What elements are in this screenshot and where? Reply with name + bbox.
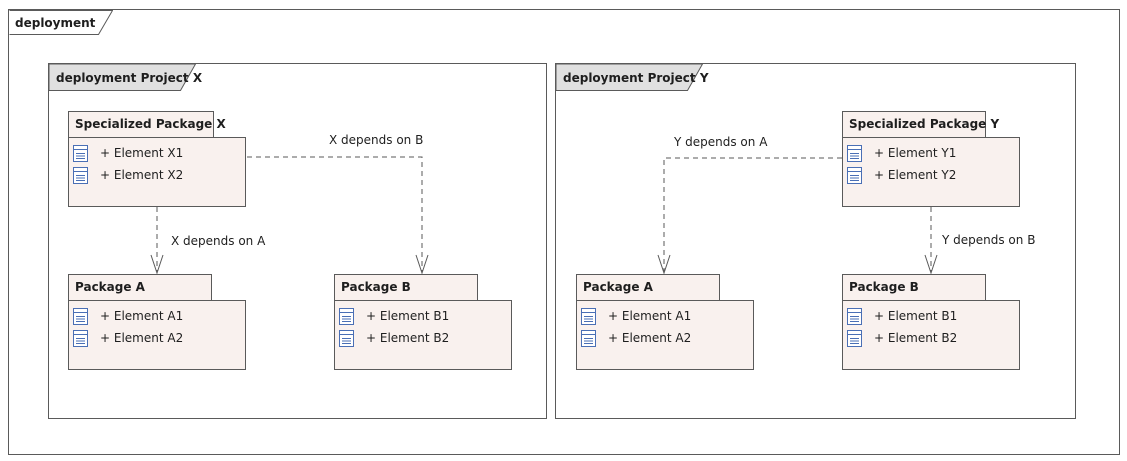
element-class-icon bbox=[73, 144, 88, 162]
dependency-label-x-to-a: X depends on A bbox=[171, 234, 266, 248]
package-body: + Element Y1 + Element Y2 bbox=[842, 137, 1020, 207]
dependency-label-y-to-b: Y depends on B bbox=[942, 233, 1036, 247]
element-class-icon bbox=[847, 144, 862, 162]
package-tab: Package A bbox=[576, 274, 720, 301]
package-element[interactable]: + Element A2 bbox=[73, 329, 183, 347]
frame-project-y-tab-shape bbox=[556, 64, 703, 91]
package-tab: Package B bbox=[334, 274, 478, 301]
package-element-label: + Element X2 bbox=[100, 168, 184, 182]
package-element[interactable]: + Element X1 bbox=[73, 144, 183, 162]
package-element[interactable]: + Element B1 bbox=[339, 307, 449, 325]
package-element[interactable]: + Element B2 bbox=[339, 329, 449, 347]
package-element[interactable]: + Element Y2 bbox=[847, 166, 956, 184]
package-a-x[interactable]: Package A + Element A1 + Element A2 bbox=[68, 274, 246, 370]
element-class-icon bbox=[339, 307, 354, 325]
package-element[interactable]: + Element A2 bbox=[581, 329, 691, 347]
package-tab: Package B bbox=[842, 274, 986, 301]
package-tab: Package A bbox=[68, 274, 212, 301]
package-element[interactable]: + Element A1 bbox=[73, 307, 183, 325]
frame-project-y-title: deployment Project Y bbox=[563, 70, 709, 85]
package-element-label: + Element B2 bbox=[874, 331, 958, 345]
package-element[interactable]: + Element B2 bbox=[847, 329, 957, 347]
diagram-frame-tab: deployment bbox=[9, 10, 113, 35]
package-element-label: + Element Y1 bbox=[874, 146, 957, 160]
package-element[interactable]: + Element A1 bbox=[581, 307, 691, 325]
package-element-label: + Element B1 bbox=[366, 309, 450, 323]
package-body: + Element A1 + Element A2 bbox=[68, 300, 246, 370]
package-tab: Specialized Package X bbox=[68, 111, 226, 138]
package-specialized-y[interactable]: Specialized Package Y + Element Y1 + Ele… bbox=[842, 111, 1020, 207]
element-class-icon bbox=[847, 307, 862, 325]
element-class-icon bbox=[581, 307, 596, 325]
package-a-y[interactable]: Package A + Element A1 + Element A2 bbox=[576, 274, 754, 370]
diagram-frame-tab-shape bbox=[9, 10, 113, 35]
package-element-label: + Element B2 bbox=[366, 331, 450, 345]
frame-project-y-tab: deployment Project Y bbox=[556, 64, 709, 91]
element-class-icon bbox=[73, 166, 88, 184]
package-element-label: + Element A2 bbox=[100, 331, 184, 345]
element-class-icon bbox=[73, 307, 88, 325]
frame-project-x: deployment Project X bbox=[48, 63, 547, 419]
package-b-x[interactable]: Package B + Element B1 + Element B2 bbox=[334, 274, 512, 370]
package-element-label: + Element B1 bbox=[874, 309, 958, 323]
dependency-label-x-to-b: X depends on B bbox=[329, 133, 424, 147]
dependency-label-y-to-a: Y depends on A bbox=[674, 135, 768, 149]
package-element-label: + Element A2 bbox=[608, 331, 692, 345]
package-body: + Element B1 + Element B2 bbox=[842, 300, 1020, 370]
package-element-label: + Element A1 bbox=[608, 309, 692, 323]
package-element-label: + Element A1 bbox=[100, 309, 184, 323]
package-specialized-x[interactable]: Specialized Package X + Element X1 + Ele… bbox=[68, 111, 246, 207]
package-body: + Element B1 + Element B2 bbox=[334, 300, 512, 370]
package-body: + Element A1 + Element A2 bbox=[576, 300, 754, 370]
frame-project-y: deployment Project Y bbox=[555, 63, 1076, 419]
element-class-icon bbox=[581, 329, 596, 347]
diagram-frame: deployment bbox=[8, 9, 1120, 455]
package-body: + Element X1 + Element X2 bbox=[68, 137, 246, 207]
package-element[interactable]: + Element Y1 bbox=[847, 144, 956, 162]
package-element[interactable]: + Element B1 bbox=[847, 307, 957, 325]
element-class-icon bbox=[339, 329, 354, 347]
frame-project-x-tab: deployment Project X bbox=[49, 64, 202, 91]
frame-project-x-tab-shape bbox=[49, 64, 196, 91]
frame-project-x-title: deployment Project X bbox=[56, 70, 203, 85]
package-tab: Specialized Package Y bbox=[842, 111, 999, 138]
package-element-label: + Element X1 bbox=[100, 146, 184, 160]
element-class-icon bbox=[847, 329, 862, 347]
package-element[interactable]: + Element X2 bbox=[73, 166, 183, 184]
element-class-icon bbox=[73, 329, 88, 347]
package-b-y[interactable]: Package B + Element B1 + Element B2 bbox=[842, 274, 1020, 370]
package-element-label: + Element Y2 bbox=[874, 168, 957, 182]
element-class-icon bbox=[847, 166, 862, 184]
diagram-title: deployment bbox=[15, 15, 96, 30]
